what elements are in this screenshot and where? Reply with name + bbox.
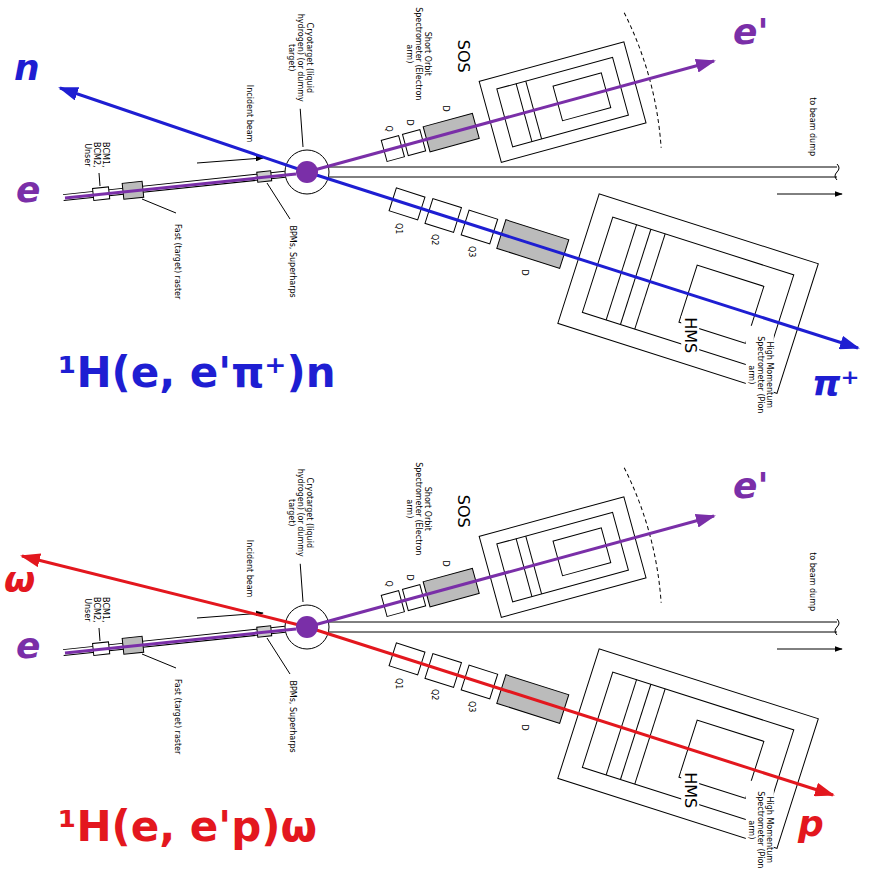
component-label: High Momentum Spectrometer (Pion arm) <box>746 326 774 424</box>
reaction-label: ¹H(e, e'p)ω <box>58 806 317 848</box>
component-label: Cryotarget (liquid hydrogen) (or dummy t… <box>286 462 314 564</box>
component-label: to beam dump <box>807 552 816 613</box>
component-label: High Momentum Spectrometer (Pion arm) <box>746 781 774 879</box>
reaction-label: ¹H(e, e'π⁺)n <box>58 352 336 394</box>
component-label: to beam dump <box>807 97 816 158</box>
electron-track <box>307 61 714 172</box>
particle-label: e' <box>733 468 768 504</box>
beam-track <box>65 174 296 198</box>
component-label: Fast (target) raster <box>173 678 182 755</box>
component-label: Short Orbit Spectrometer (Electron arm) <box>404 460 432 558</box>
magnet-label: Q <box>383 125 392 133</box>
electron-track <box>307 516 714 627</box>
magnet-label: Q2 <box>430 233 439 246</box>
particle-label: π⁺ <box>812 366 859 402</box>
component-label: BPMs, Superharps <box>287 225 296 299</box>
component-label: Incident beam <box>245 84 254 144</box>
particle-label: e <box>16 628 40 664</box>
spectrometer-name: HMS <box>681 771 699 809</box>
neutron-track <box>60 88 307 172</box>
magnet-label: D <box>404 119 413 127</box>
magnet-label: Q2 <box>430 688 439 701</box>
component-label: BPMs, Superharps <box>287 680 296 754</box>
particle-label: p <box>798 806 824 842</box>
particle-label: n <box>14 50 40 86</box>
omega-track <box>22 556 307 627</box>
magnet-label: D <box>440 105 449 113</box>
magnet-label: D <box>519 724 528 732</box>
vertex-dot <box>296 161 318 183</box>
particle-label: e' <box>733 14 768 50</box>
component-label: Fast (target) raster <box>173 223 182 300</box>
hall-layout <box>63 466 842 849</box>
magnet-label: Q1 <box>394 222 403 235</box>
magnet-label: Q <box>383 580 392 588</box>
vertex-dot <box>296 616 318 638</box>
component-label: BCM1, BCM2, Unser <box>82 593 110 627</box>
component-label: Short Orbit Spectrometer (Electron arm) <box>404 5 432 103</box>
pion-track <box>307 172 858 348</box>
component-label: BCM1, BCM2, Unser <box>82 138 110 172</box>
particle-label: e <box>16 172 40 208</box>
spectrometer-name: SOS <box>453 494 471 529</box>
magnet-label: Q3 <box>467 700 476 713</box>
component-label: Cryotarget (liquid hydrogen) (or dummy t… <box>286 7 314 109</box>
proton-track <box>307 627 833 795</box>
magnet-label: Q3 <box>467 245 476 258</box>
beam-track <box>65 629 296 653</box>
hall-layout <box>63 11 842 394</box>
magnet-label: D <box>519 269 528 277</box>
spectrometer-name: SOS <box>453 39 471 74</box>
particle-tracks <box>22 516 833 795</box>
spectrometer-name: HMS <box>681 316 699 354</box>
magnet-label: D <box>440 560 449 568</box>
magnet-label: D <box>404 574 413 582</box>
particle-label: ω <box>4 562 35 598</box>
component-label: Incident beam <box>245 539 254 599</box>
particle-tracks <box>60 61 858 348</box>
magnet-label: Q1 <box>394 677 403 690</box>
